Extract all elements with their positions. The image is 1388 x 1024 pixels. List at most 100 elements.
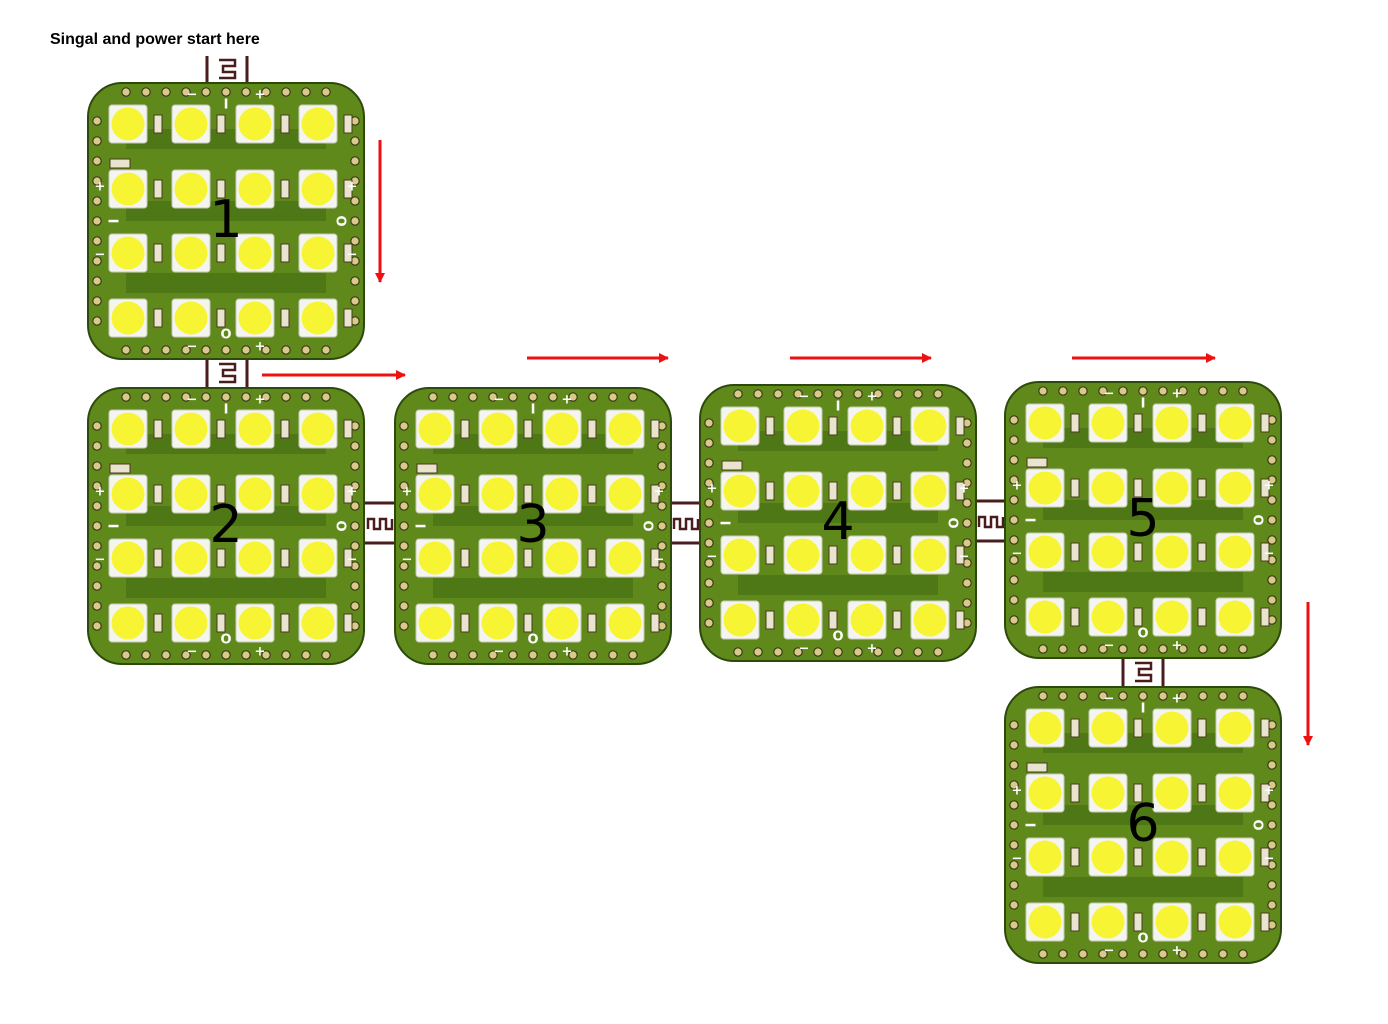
mark-top-plus: + — [867, 390, 878, 405]
led-board-3: −I+−O++I−+O−3 — [394, 387, 672, 665]
mark-bottom-plus: + — [562, 645, 573, 660]
mark-top-plus: + — [255, 393, 266, 408]
pcb-trace-3 — [1043, 572, 1243, 592]
led — [478, 474, 518, 514]
led — [1025, 403, 1065, 443]
mark-top-plus: + — [255, 88, 266, 103]
led-boards: −I+−O++I−+O−1−I+−O++I−+O−2−I+−O++I−+O−3−… — [87, 82, 1282, 964]
led — [605, 538, 645, 578]
pcb-trace-3 — [433, 578, 633, 598]
mark-bottom-plus: + — [1172, 639, 1183, 654]
board-number-6: 6 — [1126, 794, 1159, 854]
led — [171, 169, 211, 209]
led — [108, 298, 148, 338]
led — [542, 474, 582, 514]
led — [1215, 708, 1255, 748]
led — [783, 535, 823, 575]
edge-pads — [92, 87, 360, 355]
mark-left-minus: − — [95, 553, 106, 568]
led — [1088, 708, 1128, 748]
led — [1215, 532, 1255, 572]
mark-left-plus: + — [1012, 784, 1023, 799]
led — [910, 406, 950, 446]
led-board-4: −I+−O++I−+O−4 — [699, 384, 977, 662]
mark-left-in: I — [717, 521, 732, 526]
led — [1088, 532, 1128, 572]
board-number-1: 1 — [209, 190, 242, 250]
led — [847, 600, 887, 640]
mark-left-in: I — [1022, 823, 1037, 828]
mark-top-plus: + — [1172, 692, 1183, 707]
mark-right-out: O — [333, 215, 348, 226]
led — [171, 409, 211, 449]
mark-right-plus: + — [654, 485, 665, 500]
mark-left-in: I — [105, 524, 120, 529]
mark-top-plus: + — [1172, 387, 1183, 402]
mark-right-minus: − — [1264, 547, 1275, 562]
led-grid — [415, 409, 645, 643]
led-board-6: −I+−O++I−+O−6 — [1004, 686, 1282, 964]
led — [415, 538, 455, 578]
connector-5-6 — [1121, 658, 1165, 688]
mark-top-in: I — [1141, 702, 1146, 717]
led — [108, 169, 148, 209]
led — [1152, 597, 1192, 637]
mark-top-in: I — [1141, 397, 1146, 412]
led — [605, 603, 645, 643]
mark-top-plus: + — [562, 393, 573, 408]
led — [720, 406, 760, 446]
led — [605, 409, 645, 449]
led — [542, 538, 582, 578]
mark-right-out: O — [333, 520, 348, 531]
mark-bottom-minus: − — [494, 645, 505, 660]
led — [478, 603, 518, 643]
led — [720, 535, 760, 575]
smd-components — [1026, 413, 1270, 627]
edge-pads — [399, 392, 667, 660]
led — [298, 474, 338, 514]
led — [1215, 597, 1255, 637]
mark-left-plus: + — [707, 482, 718, 497]
mark-top-minus: − — [799, 390, 810, 405]
flow-arrows — [262, 140, 1313, 746]
smd-components — [109, 419, 353, 633]
led — [783, 406, 823, 446]
led — [1152, 708, 1192, 748]
led — [720, 600, 760, 640]
mark-left-in: I — [412, 524, 427, 529]
led — [235, 104, 275, 144]
mark-bottom-minus: − — [1104, 944, 1115, 959]
led — [1152, 468, 1192, 508]
led — [542, 603, 582, 643]
edge-pads — [704, 389, 972, 657]
board-number-2: 2 — [209, 495, 242, 555]
mark-left-minus: − — [402, 553, 413, 568]
led — [108, 474, 148, 514]
led — [298, 169, 338, 209]
led — [235, 603, 275, 643]
mark-left-plus: + — [1012, 479, 1023, 494]
smd-components — [109, 114, 353, 328]
led-grid — [108, 104, 338, 338]
mark-right-out: O — [945, 517, 960, 528]
led — [171, 603, 211, 643]
led — [415, 603, 455, 643]
mark-bottom-out: O — [220, 328, 231, 343]
led-board-5: −I+−O++I−+O−5 — [1004, 381, 1282, 659]
led — [720, 471, 760, 511]
mark-bottom-minus: − — [799, 642, 810, 657]
mark-top-minus: − — [1104, 692, 1115, 707]
smd-components — [721, 416, 965, 630]
mark-bottom-plus: + — [255, 645, 266, 660]
led — [235, 409, 275, 449]
led — [1088, 403, 1128, 443]
mark-top-minus: − — [494, 393, 505, 408]
led-grid — [108, 409, 338, 643]
led — [783, 600, 823, 640]
pcb-trace-3 — [126, 273, 326, 293]
mark-right-out: O — [640, 520, 655, 531]
led — [1025, 532, 1065, 572]
input-connector — [205, 56, 249, 84]
led — [171, 474, 211, 514]
